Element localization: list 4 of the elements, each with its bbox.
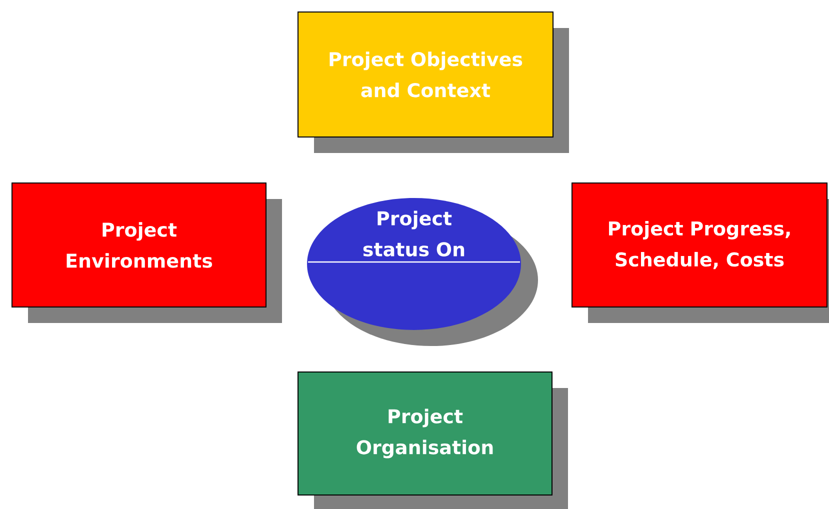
process-box: Project Objectives and Context xyxy=(298,12,569,153)
process-box: Project Environments xyxy=(12,182,282,323)
process-box: Project Progress, Schedule, Costs xyxy=(572,182,829,323)
process-box: Project Organisation xyxy=(298,372,568,509)
